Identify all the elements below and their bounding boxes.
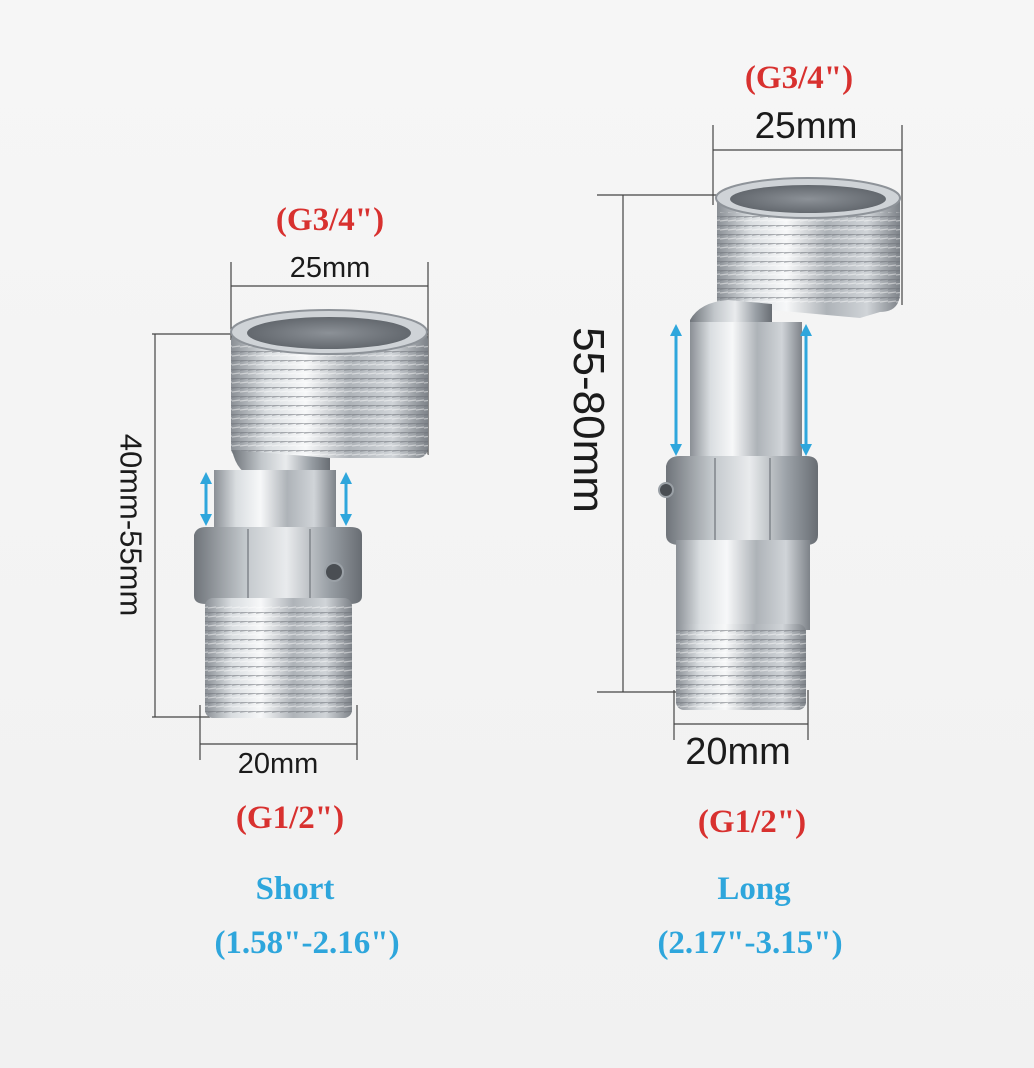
short-dimension-lines [152, 262, 429, 760]
long-bottom-width-label: 20mm [685, 731, 791, 773]
long-hex-collar [666, 456, 818, 545]
short-top-thread-label: (G3/4") [275, 202, 385, 238]
long-size-name: Long [717, 871, 791, 907]
short-bottom-thread-label: (G1/2") [235, 800, 345, 836]
long-fitting [597, 125, 903, 740]
short-top-width-label: 25mm [289, 252, 371, 284]
long-top-width-label: 25mm [754, 105, 858, 146]
long-bottom-threads [676, 630, 806, 708]
long-bottom-thread-label: (G1/2") [697, 804, 807, 840]
short-size-inches: (1.58"-2.16") [214, 925, 400, 961]
short-hex-collar [194, 527, 362, 604]
short-bottom-threads [205, 606, 352, 714]
long-height-range-label: 55-80mm [564, 327, 613, 513]
short-fitting [152, 262, 429, 760]
long-top-thread-label: (G3/4") [744, 60, 854, 96]
short-set-screw [324, 562, 344, 582]
short-bottom-width-label: 20mm [237, 748, 319, 780]
long-lower-body [676, 540, 810, 630]
short-top-opening [247, 317, 411, 349]
long-dimension-lines [597, 125, 903, 740]
long-stem [690, 322, 802, 482]
long-top-threads [717, 212, 900, 304]
short-top-threads [231, 345, 428, 458]
short-height-range-label: 40mm-55mm [113, 433, 149, 617]
long-set-screw [658, 482, 674, 498]
short-size-name: Short [255, 871, 335, 907]
long-size-inches: (2.17"-3.15") [657, 925, 843, 961]
long-top-opening [730, 185, 886, 213]
